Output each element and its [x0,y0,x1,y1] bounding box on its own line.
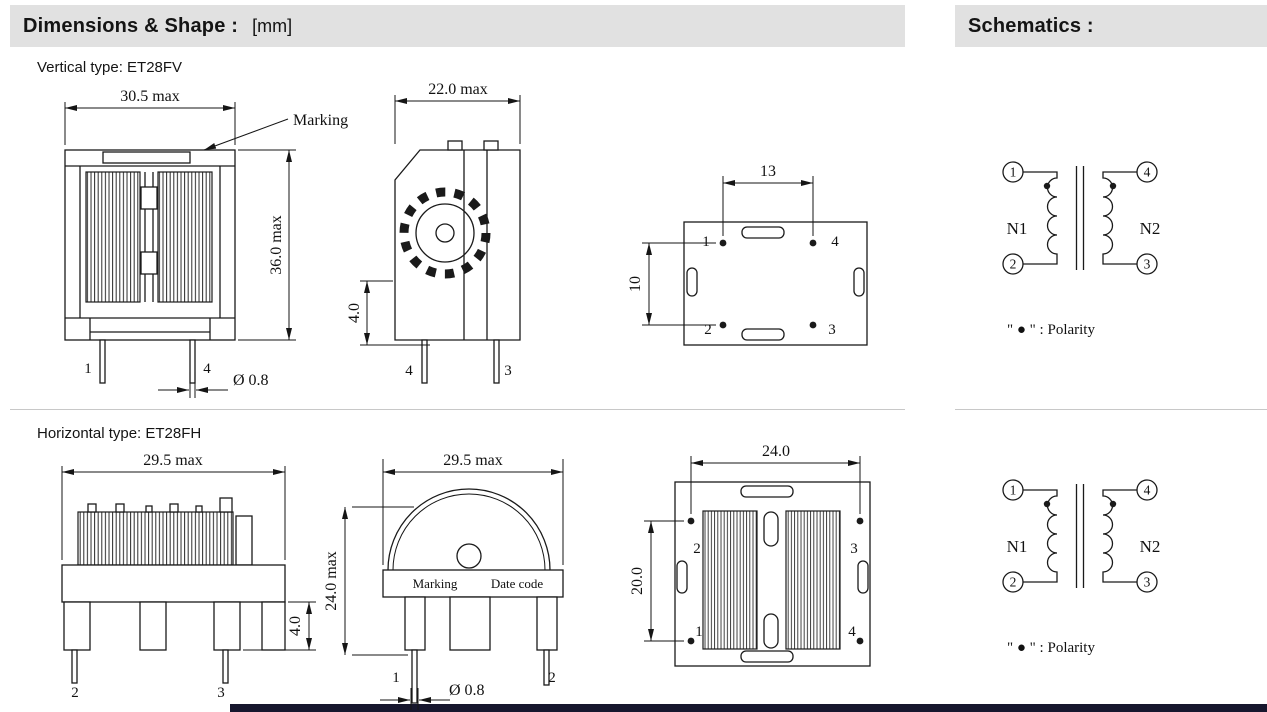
pin [421,339,428,384]
pin-number: 3 [1144,257,1151,272]
pin [493,339,500,384]
et28fh-bottom-view: 2 3 1 4 24.0 20.0 [629,443,871,667]
pin-number: 4 [848,624,856,640]
winding-hatch [785,510,841,650]
pin-dot [809,239,817,247]
primary-winding [1023,171,1058,265]
pin-number: 1 [1010,165,1017,180]
dim-depth-label: 22.0 max [428,81,488,98]
pin [189,339,196,384]
marking-strip [102,151,191,164]
pin [71,649,78,684]
schematic-diagram: 1 4 2 3 N1 N2 " ● " : Polarity [1002,161,1161,338]
next-section-edge [230,704,1267,712]
winding-label-n1: N1 [1007,219,1028,238]
pin-number: 3 [217,685,225,701]
et28fh-front-view: 29.5 max 4.0 2 3 [61,452,316,701]
dim-width-label: 30.5 max [120,88,180,105]
pin-number: 4 [1144,165,1151,180]
dim-standoff-label: 4.0 [287,616,304,636]
dim-pitch-x-label: 24.0 [762,443,790,460]
pin-number: 1 [84,361,92,377]
section-divider-right [955,409,1267,410]
unit-label: [mm] [252,15,293,36]
pin-number: 4 [203,361,211,377]
pin-terminal [1002,253,1024,275]
winding-hatch [85,171,141,303]
dim-pitch-y-label: 20.0 [629,567,646,595]
dim-pitch-y-label: 10 [627,276,644,292]
et28fv-bottom-view: 1 4 2 3 13 10 [627,163,868,346]
pin-diameter-label: Ø 0.8 [233,372,269,389]
pin-number: 3 [828,322,836,338]
et28fv-front-view: 30.5 max 36.0 max Marking Ø 0.8 1 4 [64,88,348,398]
pin-number: 4 [405,363,413,379]
pin [99,339,106,384]
pin-number: 2 [704,322,712,338]
pin-number: 1 [695,624,703,640]
winding-label-n2: N2 [1140,219,1161,238]
schematics-title: Schematics : [968,14,1094,37]
dimensions-header-bar: Dimensions & Shape : [mm] [10,5,905,47]
et28fh-side-view: Marking Date code 1 2 29.5 max 24.0 max [323,452,564,710]
winding-hatch [702,510,758,650]
marking-label: Marking [413,576,458,591]
pin-dot [809,321,817,329]
pin-dot [687,637,695,645]
pin-terminal [1136,253,1158,275]
dim-width-label: 29.5 max [443,452,503,469]
schematic-diagram-horizontal [1002,479,1162,657]
dim-height-label: 24.0 max [323,551,340,611]
pin-number: 2 [693,541,701,557]
dim-width-label: 29.5 max [143,452,203,469]
date-code-label: Date code [491,576,544,591]
pin-number: 1 [702,234,710,250]
pin-dot [719,239,727,247]
pin-terminal [1002,161,1024,183]
vertical-type-label: Vertical type: ET28FV [37,59,183,76]
pin-dot [687,517,695,525]
dim-height-label: 36.0 max [268,215,285,275]
pin-number: 4 [831,234,839,250]
dimensions-title: Dimensions & Shape : [23,14,239,37]
pin-number: 1 [392,670,400,686]
pin-number: 2 [71,685,79,701]
pin-dot [719,321,727,329]
et28fv-side-view: 22.0 max 4.0 4 3 [346,81,521,384]
winding-hatch [157,171,213,303]
pin-number: 2 [548,670,556,686]
dim-pitch-x-label: 13 [760,163,776,180]
marking-label: Marking [293,112,348,129]
pin-diameter-label: Ø 0.8 [449,682,485,699]
pin [222,649,229,684]
pin [543,649,550,686]
schematics-header-bar: Schematics : [955,5,1267,47]
pin-number: 3 [850,541,858,557]
pin-terminal [1136,161,1158,183]
winding-hatch [77,511,234,566]
polarity-note: " ● " : Polarity [1007,322,1095,338]
section-divider-left [10,409,905,410]
toothed-bobbin-flange [399,187,491,279]
pin-number: 2 [1010,257,1017,272]
marking-box [382,569,564,598]
pin-number: 3 [504,363,512,379]
polarity-dot [1109,182,1117,190]
pin-dot [856,517,864,525]
dim-standoff-label: 4.0 [346,303,363,323]
pin-dot [856,637,864,645]
secondary-winding [1102,171,1137,265]
horizontal-type-label: Horizontal type: ET28FH [37,425,202,442]
polarity-dot [1043,182,1051,190]
pin [411,649,418,704]
